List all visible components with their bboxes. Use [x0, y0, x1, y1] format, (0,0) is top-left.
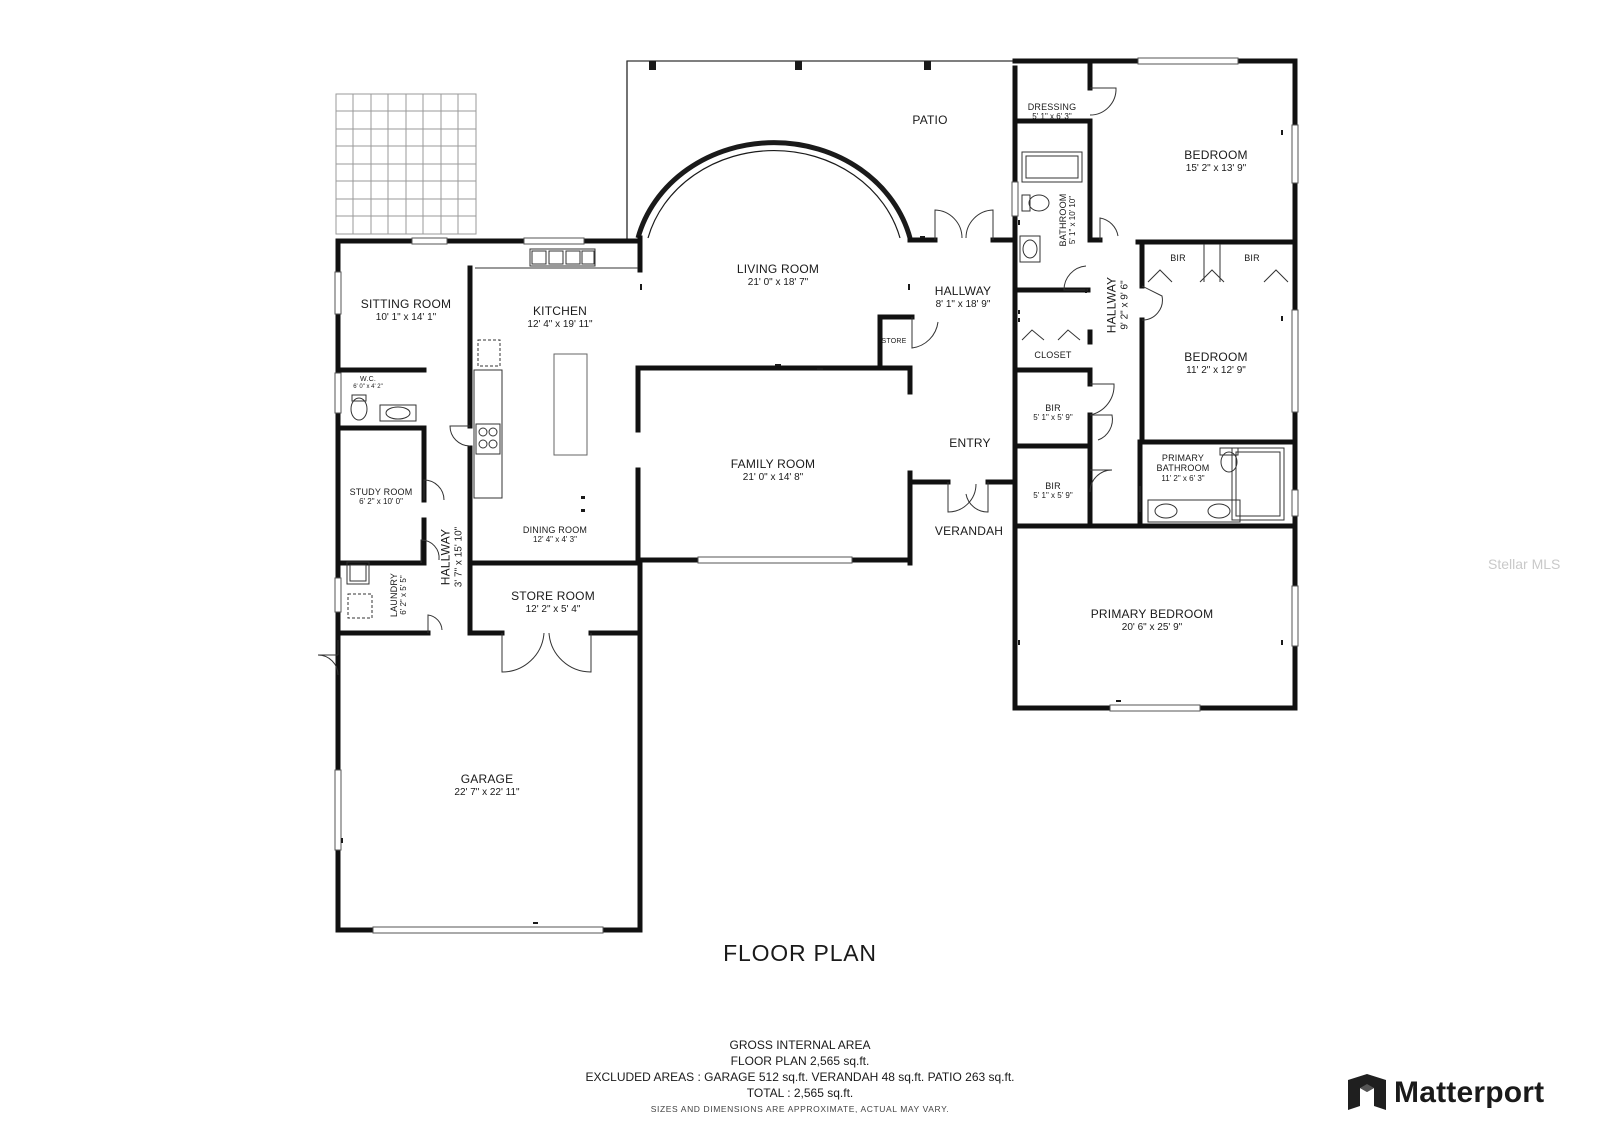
- room-name: STUDY ROOM: [349, 487, 413, 497]
- room-bir-3: BIR 5' 1" x 5' 9": [1033, 403, 1072, 423]
- room-store-room: STORE ROOM 12' 2" x 5' 4": [511, 589, 595, 615]
- room-dimensions: 12' 4" x 4' 3": [533, 535, 577, 545]
- patio-outline: [626, 60, 1013, 240]
- room-dimensions: 22' 7" x 22' 11": [454, 786, 520, 798]
- room-dimensions: 11' 2" x 6' 3": [1161, 473, 1205, 483]
- pergola-grid: [335, 93, 477, 235]
- watermark-text: Stellar MLS: [1488, 556, 1561, 572]
- room-dimensions: 9' 2" x 9' 6": [1119, 280, 1131, 330]
- room-name: DINING ROOM: [522, 525, 588, 535]
- room-bathroom: BATHROOM 5' 1" x 10' 10": [1058, 194, 1078, 247]
- room-dimensions: 12' 2" x 5' 4": [525, 603, 581, 615]
- room-name: PRIMARY BEDROOM: [1090, 607, 1214, 621]
- room-name: GARAGE: [460, 772, 514, 786]
- plan-title: FLOOR PLAN: [723, 940, 877, 966]
- room-dimensions: 6' 2" x 5' 5": [399, 575, 409, 615]
- room-dimensions: 20' 6" x 25' 9": [1121, 621, 1183, 633]
- room-name: SITTING ROOM: [360, 297, 452, 311]
- room-bir-4: BIR 5' 1" x 5' 9": [1033, 481, 1072, 501]
- room-bir-2: BIR: [1244, 253, 1260, 263]
- room-store: STORE: [882, 338, 907, 346]
- room-name: HALLWAY: [438, 528, 453, 586]
- room-hallway-east: HALLWAY 9' 2" x 9' 6": [1104, 276, 1131, 334]
- room-name: LAUNDRY: [389, 572, 400, 618]
- room-dimensions: 10' 1" x 14' 1": [375, 311, 437, 323]
- room-name: VERANDAH: [934, 524, 1004, 538]
- room-bedroom-e: BEDROOM 11' 2" x 12' 9": [1184, 350, 1248, 376]
- room-dimensions: 6' 2" x 10' 0": [359, 497, 403, 507]
- room-family-room: FAMILY ROOM 21' 0" x 14' 8": [730, 457, 816, 483]
- living-room-bay: [635, 140, 913, 239]
- room-dimensions: 5' 1" x 6' 3": [1032, 112, 1072, 122]
- room-dimensions: 5' 1" x 5' 9": [1033, 491, 1073, 501]
- room-garage: GARAGE 22' 7" x 22' 11": [454, 772, 520, 798]
- area-summary: GROSS INTERNAL AREA FLOOR PLAN 2,565 sq.…: [0, 1037, 1600, 1117]
- room-name: KITCHEN: [532, 304, 588, 318]
- room-dimensions: 5' 1" x 10' 10": [1068, 195, 1078, 245]
- windows: [334, 57, 1299, 934]
- room-name: FAMILY ROOM: [730, 457, 816, 471]
- room-entry: ENTRY: [949, 436, 991, 451]
- room-patio: PATIO: [912, 113, 948, 128]
- room-name: BATHROOM: [1058, 193, 1069, 247]
- room-name: HALLWAY: [1104, 276, 1119, 334]
- room-name: ENTRY: [949, 436, 991, 450]
- room-name: DRESSING: [1027, 102, 1077, 112]
- wall-ticks: [341, 130, 1283, 924]
- room-name: BIR: [1045, 481, 1061, 491]
- area-note: SIZES AND DIMENSIONS ARE APPROXIMATE, AC…: [650, 1104, 950, 1114]
- door-swings: [317, 87, 1289, 676]
- room-name: CLOSET: [1034, 350, 1072, 360]
- room-wc: W.C. 6' 0" x 4' 2": [353, 376, 383, 391]
- room-dimensions: 11' 2" x 12' 9": [1186, 364, 1246, 376]
- room-bir-1: BIR: [1170, 253, 1186, 263]
- room-hallway-center: HALLWAY 8' 1" x 18' 9": [934, 284, 992, 310]
- room-dimensions: 5' 1" x 5' 9": [1033, 413, 1073, 423]
- room-name: BIR: [1045, 403, 1061, 413]
- room-dimensions: 12' 4" x 19' 11": [527, 318, 593, 330]
- room-study-room: STUDY ROOM 6' 2" x 10' 0": [350, 487, 413, 507]
- patio-posts: [649, 61, 931, 70]
- room-name: BIR: [1244, 253, 1260, 263]
- room-name: BEDROOM: [1184, 148, 1248, 162]
- room-dimensions: 21' 0" x 18' 7": [747, 276, 809, 288]
- room-name: STORE: [881, 338, 907, 345]
- walls: [335, 58, 1298, 933]
- area-excluded: EXCLUDED AREAS : GARAGE 512 sq.ft. VERAN…: [585, 1070, 1015, 1084]
- room-name: STORE ROOM: [511, 589, 595, 603]
- room-primary-bathroom: PRIMARY BATHROOM 11' 2" x 6' 3": [1153, 453, 1213, 483]
- room-name: BEDROOM: [1184, 350, 1248, 364]
- room-dining-room: DINING ROOM 12' 4" x 4' 3": [523, 525, 587, 545]
- fixtures: [346, 151, 1285, 619]
- room-dimensions: 8' 1" x 18' 9": [935, 298, 991, 310]
- room-name: PRIMARY BATHROOM: [1156, 453, 1210, 474]
- room-dimensions: 6' 0" x 4' 2": [353, 384, 383, 391]
- area-total: TOTAL : 2,565 sq.ft.: [746, 1086, 854, 1100]
- room-living-room: LIVING ROOM 21' 0" x 18' 7": [736, 262, 820, 288]
- room-closet: CLOSET: [1034, 350, 1071, 360]
- room-dimensions: 3' 7" x 15' 10": [453, 526, 465, 588]
- matterport-logo-icon: [1348, 1074, 1386, 1110]
- brand-logo: Matterport: [1348, 1074, 1544, 1112]
- area-heading: GROSS INTERNAL AREA: [729, 1038, 871, 1052]
- room-dressing: DRESSING 5' 1" x 6' 3": [1028, 102, 1077, 122]
- area-floor-plan: FLOOR PLAN 2,565 sq.ft.: [730, 1054, 870, 1068]
- room-sitting-room: SITTING ROOM 10' 1" x 14' 1": [360, 297, 452, 323]
- room-dimensions: 21' 0" x 14' 8": [742, 471, 804, 483]
- room-kitchen: KITCHEN 12' 4" x 19' 11": [527, 304, 593, 330]
- room-verandah: VERANDAH: [934, 524, 1004, 539]
- room-hallway-west: HALLWAY 3' 7" x 15' 10": [438, 526, 465, 588]
- room-name: BIR: [1170, 253, 1186, 263]
- room-name: LIVING ROOM: [736, 262, 820, 276]
- room-name: W.C.: [360, 376, 376, 383]
- room-bedroom-ne: BEDROOM 15' 2" x 13' 9": [1184, 148, 1248, 174]
- room-laundry: LAUNDRY 6' 2" x 5' 5": [389, 573, 409, 617]
- room-primary-bedroom: PRIMARY BEDROOM 20' 6" x 25' 9": [1090, 607, 1214, 633]
- room-name: HALLWAY: [934, 284, 992, 298]
- room-dimensions: 15' 2" x 13' 9": [1185, 162, 1247, 174]
- brand-name: Matterport: [1394, 1076, 1545, 1109]
- room-name: PATIO: [912, 113, 948, 127]
